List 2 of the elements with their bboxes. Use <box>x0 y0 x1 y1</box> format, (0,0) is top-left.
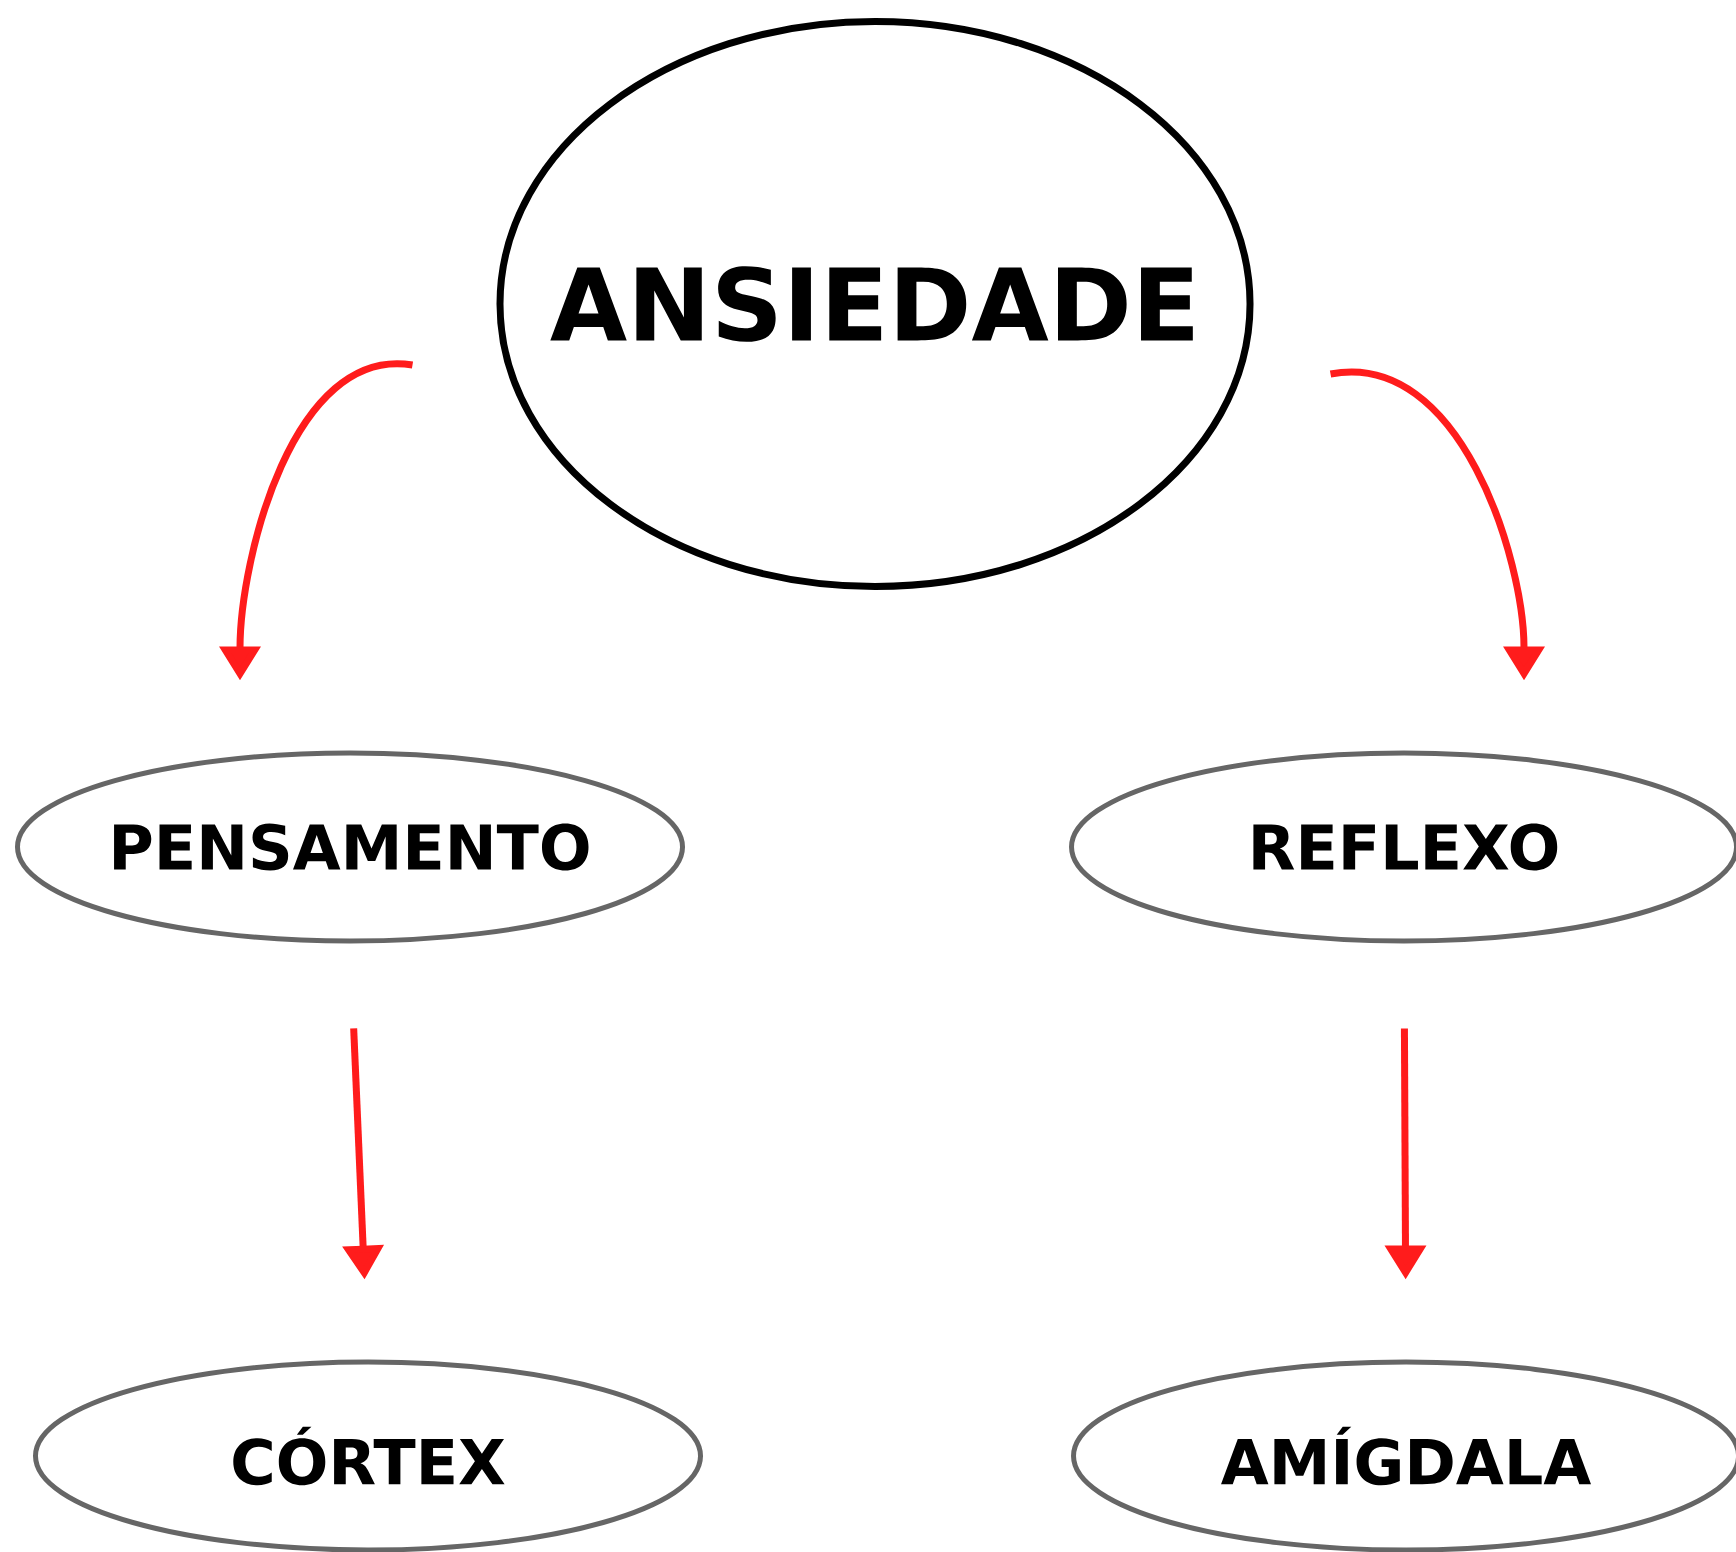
ellipse-node: ANSIEDADE <box>496 18 1254 590</box>
ellipse-node: PENSAMENTO <box>15 750 685 944</box>
